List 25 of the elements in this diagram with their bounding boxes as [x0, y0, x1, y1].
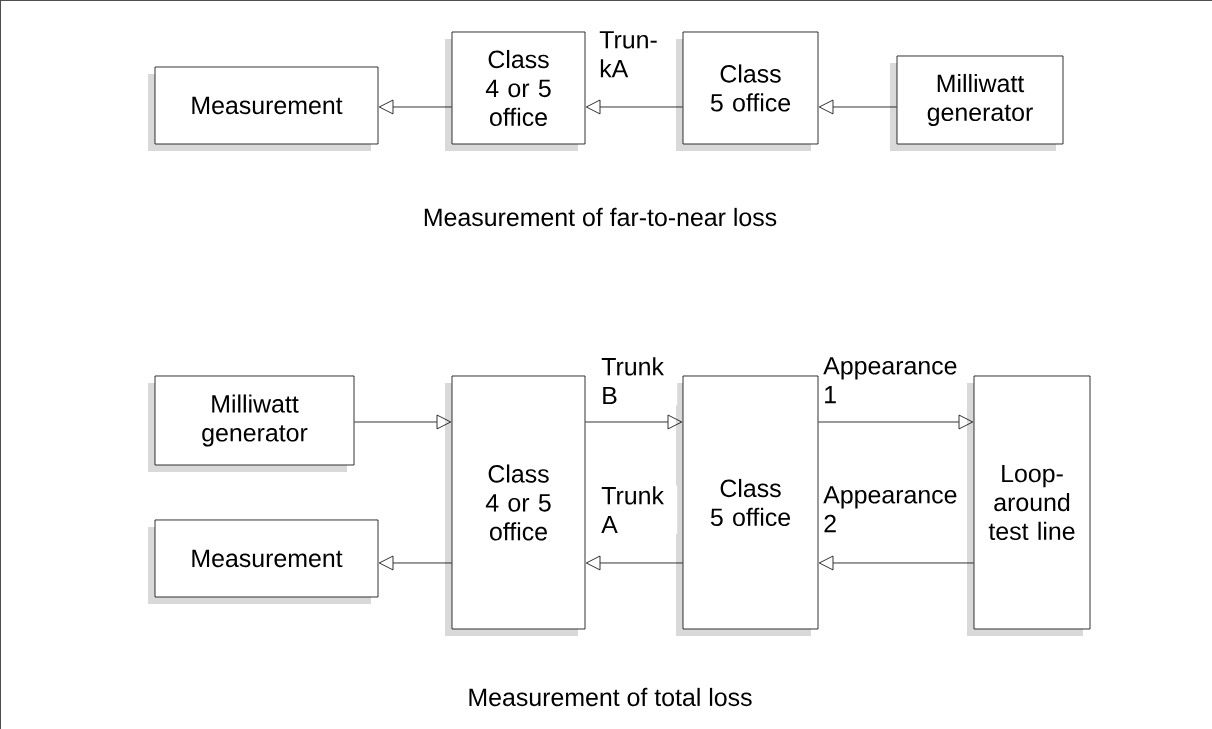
edge-label: Appearance 1 — [822, 356, 965, 405]
process-box: Milliwatt generator — [890, 55, 1064, 151]
edge-label: Trunk A — [600, 485, 678, 535]
arrow — [585, 414, 683, 430]
edge-label: Trun- kA — [598, 30, 671, 79]
arrow — [354, 414, 452, 430]
caption-text: Measurement of total loss — [469, 687, 752, 707]
process-box: Loop-around test line — [967, 375, 1091, 636]
arrow — [818, 555, 974, 571]
edge-label: Appearance 2 — [822, 485, 965, 534]
arrow — [585, 555, 683, 571]
edge-label: Trunk B — [600, 356, 678, 406]
arrow — [818, 414, 974, 430]
process-box: Class 5 office — [676, 31, 819, 151]
process-box: Class 5 office — [676, 375, 819, 636]
arrow — [378, 99, 452, 115]
process-box: Class 4 or 5 office — [445, 375, 586, 636]
process-box: Class 4 or 5 office — [445, 31, 586, 151]
process-box: Milliwatt generator — [148, 375, 355, 472]
arrow — [378, 555, 452, 571]
process-box: Measurement — [148, 519, 379, 604]
arrow — [818, 99, 897, 115]
process-box: Measurement — [148, 66, 379, 151]
arrow — [585, 99, 683, 115]
caption-text: Measurement of far-to-near loss — [424, 207, 777, 227]
